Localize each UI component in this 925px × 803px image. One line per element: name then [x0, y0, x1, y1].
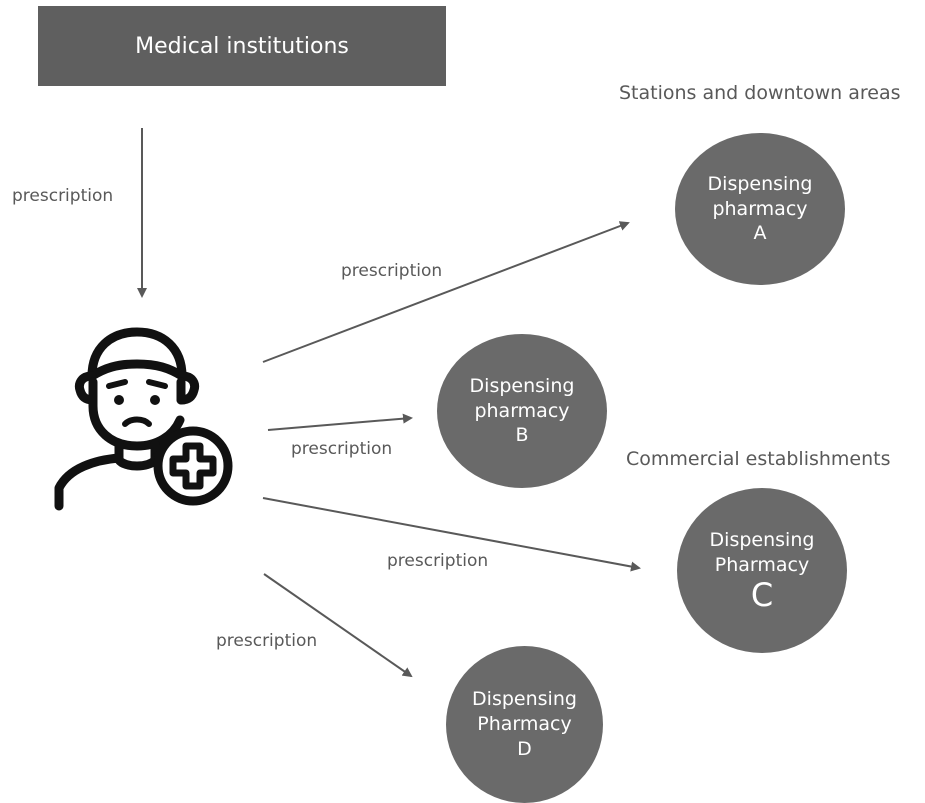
medical-institutions-label: Medical institutions	[135, 33, 349, 59]
pharmacy-c-line2: Pharmacy	[714, 553, 810, 576]
pharmacy-b-line1: Dispensing	[469, 374, 575, 397]
pharmacy-a-line2: pharmacy	[712, 197, 808, 220]
dispensing-pharmacy-c: Dispensing Pharmacy C	[677, 488, 847, 653]
prescription-label-a: prescription	[341, 261, 443, 281]
dispensing-pharmacy-a: Dispensing pharmacy A	[675, 133, 845, 285]
medical-institutions-box: Medical institutions	[38, 6, 446, 86]
pharmacy-a-letter: A	[753, 222, 767, 245]
arrow-patient-to-pharmacy-b	[267, 413, 413, 431]
prescription-label-b: prescription	[291, 439, 393, 459]
pharmacy-d-letter: D	[517, 737, 532, 760]
dispensing-pharmacy-b: Dispensing pharmacy B	[437, 334, 607, 488]
prescription-label-institution: prescription	[12, 186, 114, 206]
commercial-area-label: Commercial establishments	[626, 448, 891, 470]
pharmacy-a-line1: Dispensing	[707, 172, 813, 195]
pharmacy-d-line2: Pharmacy	[477, 713, 572, 736]
prescription-label-d: prescription	[216, 631, 318, 651]
pharmacy-d-line1: Dispensing	[472, 688, 577, 711]
pharmacy-c-line1: Dispensing	[709, 529, 815, 552]
stations-area-label: Stations and downtown areas	[619, 82, 901, 104]
sick-patient-with-medical-cross-icon	[54, 327, 233, 511]
prescription-label-c: prescription	[387, 551, 489, 571]
pharmacy-b-letter: B	[515, 424, 529, 447]
arrow-patient-to-pharmacy-a	[262, 221, 630, 363]
arrow-patient-to-pharmacy-d	[263, 573, 413, 678]
pharmacy-b-line2: pharmacy	[474, 399, 570, 422]
dispensing-pharmacy-d: Dispensing Pharmacy D	[446, 646, 603, 803]
pharmacy-c-letter: C	[750, 575, 774, 614]
